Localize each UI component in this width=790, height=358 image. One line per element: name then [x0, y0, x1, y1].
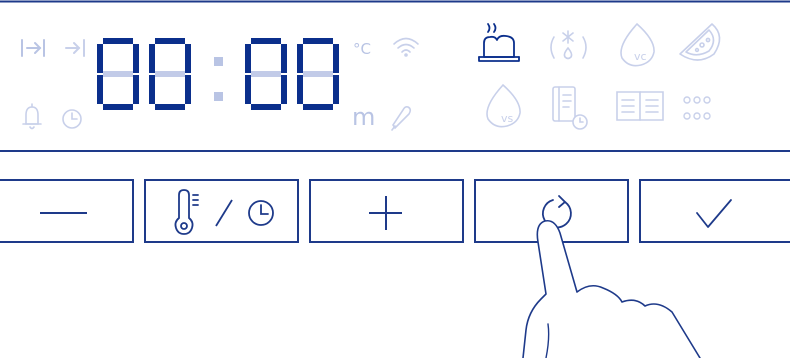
confirm-button[interactable]: [640, 180, 790, 242]
dots-grid-icon: [684, 97, 710, 119]
digit-segment-e: [245, 75, 251, 104]
digit-segment-a: [155, 38, 185, 44]
digit-segment-b: [281, 44, 287, 73]
digit-segment-f: [97, 44, 103, 73]
colon-separator: [214, 57, 223, 101]
clock-icon: [63, 110, 81, 128]
minus-button[interactable]: [0, 180, 133, 242]
digit-segment-b: [333, 44, 339, 73]
vapor-clean-label: vc: [634, 50, 647, 63]
digit-segment-d: [103, 104, 133, 110]
display-digit: [297, 38, 339, 110]
digit-segment-f: [297, 44, 303, 73]
digit-segment-d: [251, 104, 281, 110]
digit-segment-b: [133, 44, 139, 73]
digit-segment-d: [155, 104, 185, 110]
duration-icon: [66, 40, 84, 56]
temp-time-button[interactable]: [145, 180, 298, 242]
pizza-icon: [680, 24, 720, 60]
digit-segment-g: [103, 71, 133, 77]
digit-segment-e: [297, 75, 303, 104]
digit-segment-c: [281, 75, 287, 104]
vapor-steam-label: vs: [501, 112, 514, 125]
display-digit: [97, 38, 139, 110]
display-digit: [245, 38, 287, 110]
probe-icon: [392, 107, 410, 130]
digit-segment-g: [303, 71, 333, 77]
digit-segment-e: [149, 75, 155, 104]
display-digit: [149, 38, 191, 110]
digit-segment-g: [251, 71, 281, 77]
bread-proofing-icon: [479, 24, 519, 61]
alarm-bell-icon: [23, 104, 41, 129]
digit-segment-a: [303, 38, 333, 44]
digit-segment-c: [133, 75, 139, 104]
digit-segment-d: [303, 104, 333, 110]
digit-segment-a: [251, 38, 281, 44]
digit-segment-c: [333, 75, 339, 104]
digit-segment-a: [103, 38, 133, 44]
digit-segment-f: [245, 44, 251, 73]
end-of-cooking-icon: [22, 40, 44, 56]
recipe-book-timer-icon: [553, 87, 587, 129]
digit-segment-b: [185, 44, 191, 73]
digit-segment-f: [149, 44, 155, 73]
defrost-icon: [551, 31, 586, 59]
minutes-unit: m: [352, 103, 375, 131]
plus-button[interactable]: [310, 180, 463, 242]
wifi-icon: [394, 39, 418, 57]
digit-segment-e: [97, 75, 103, 104]
digit-segment-g: [155, 71, 185, 77]
digit-segment-c: [185, 75, 191, 104]
temperature-unit: °C: [353, 40, 371, 58]
open-book-icon: [617, 92, 663, 120]
